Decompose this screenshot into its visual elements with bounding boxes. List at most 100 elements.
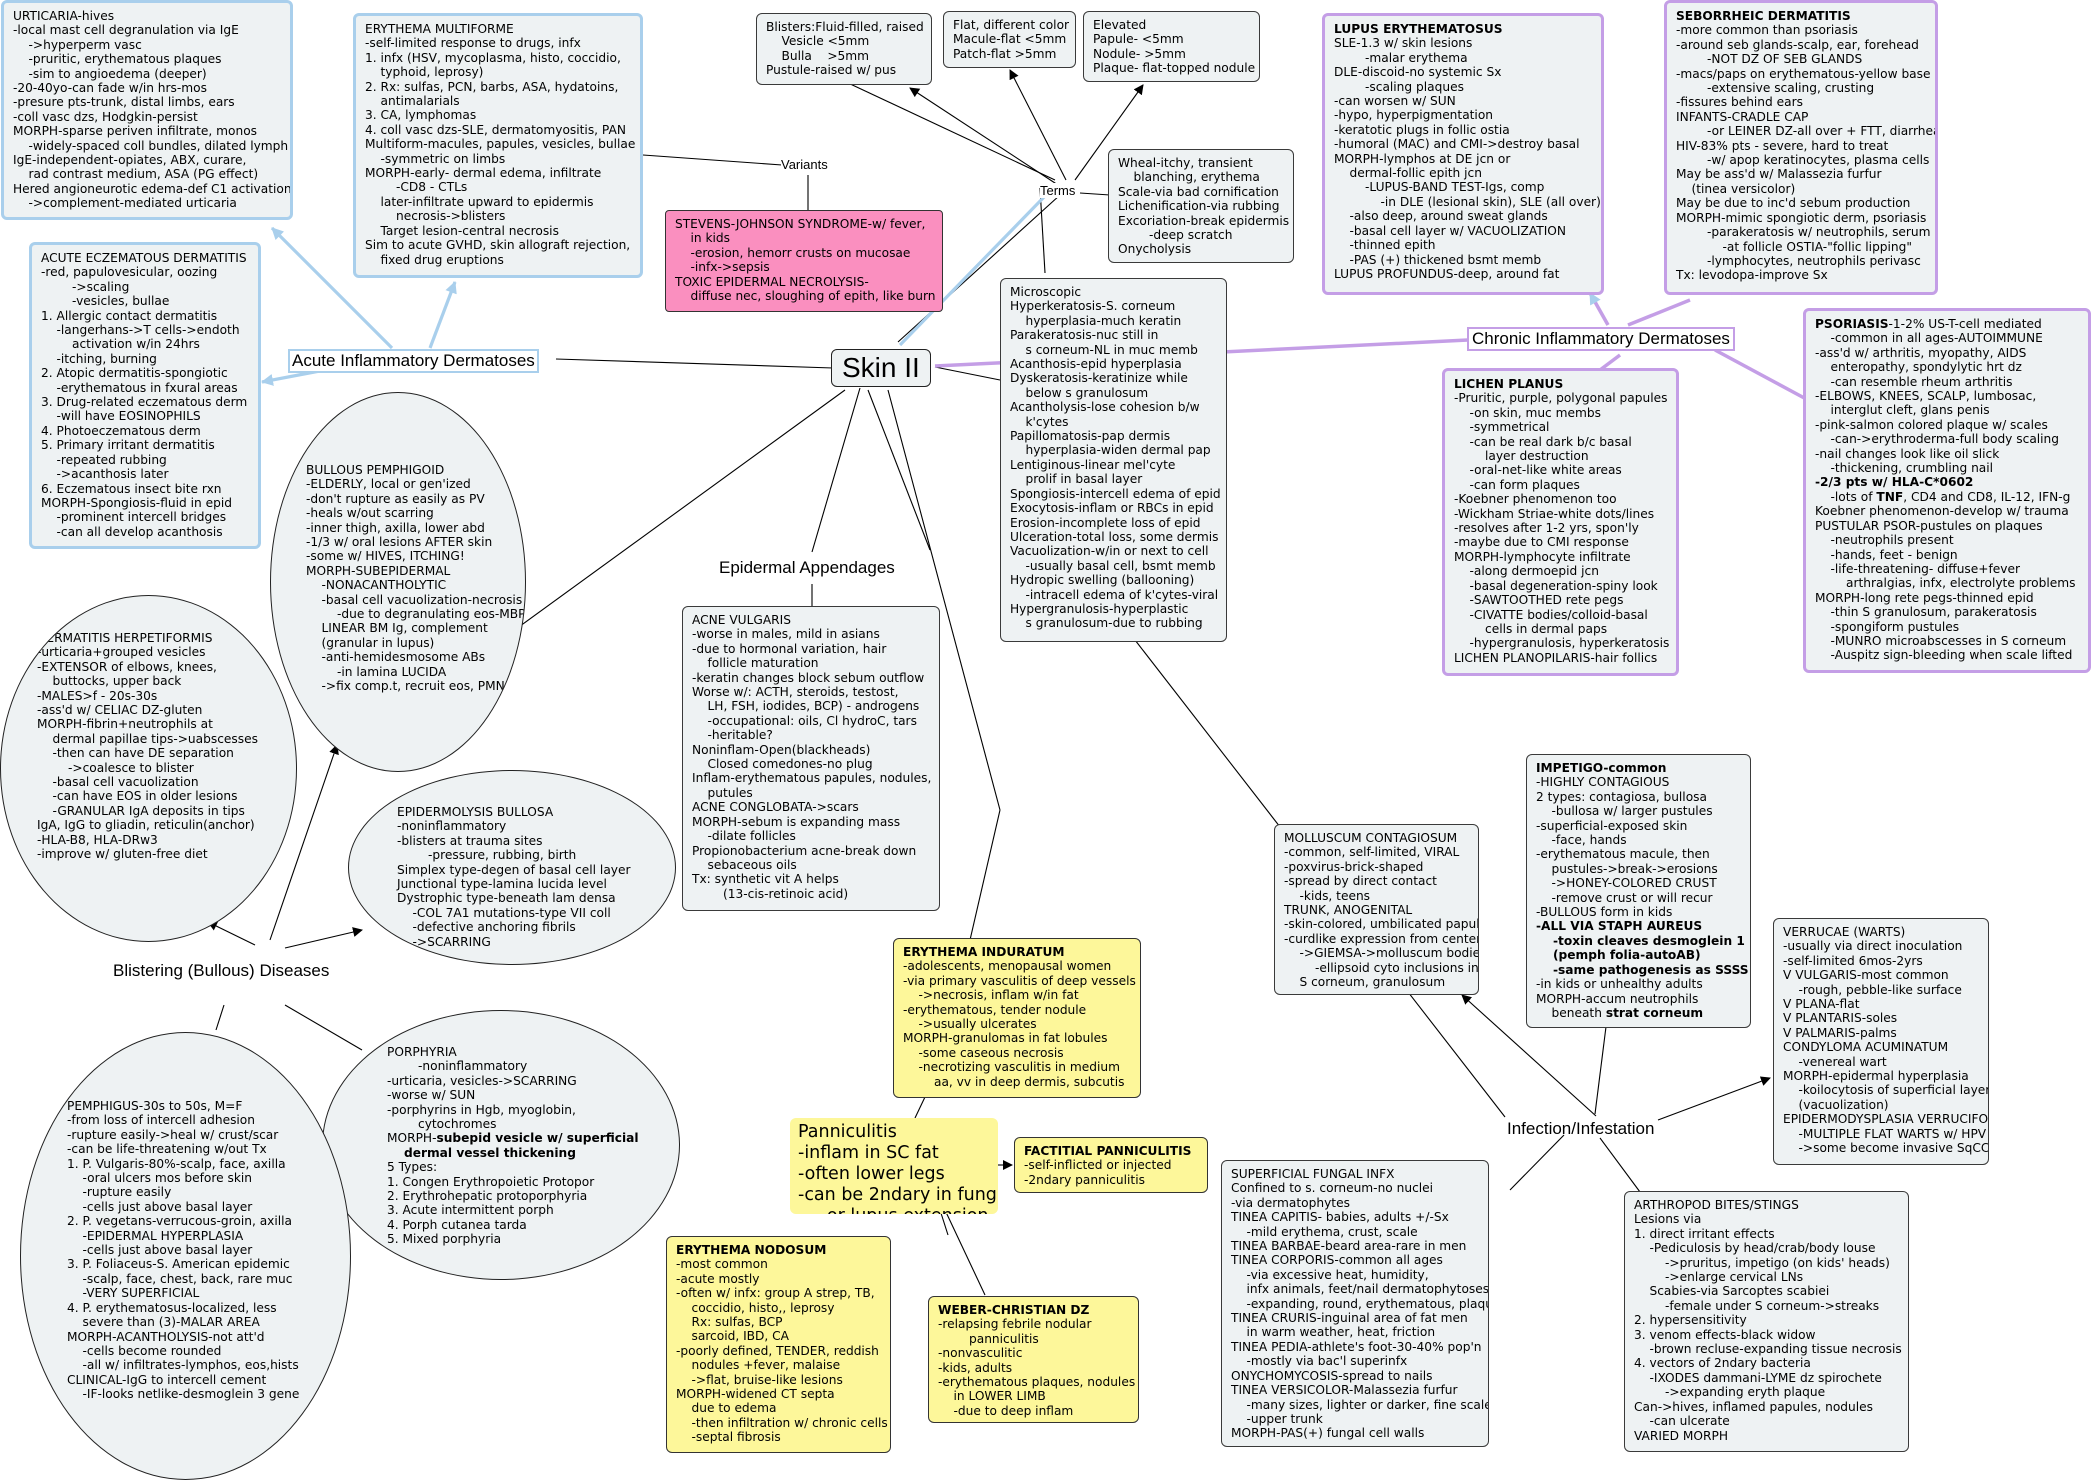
microscopic-line: Acanthosis-epid hyperplasia [1010,357,1182,372]
fungal-line: TINEA CORPORIS-common all ages [1231,1253,1443,1268]
lichen-line: -oral-net-like white areas [1454,463,1622,478]
erythema-multiforme-line: antimalarials [365,94,460,109]
pemphigus-line: -EPIDERMAL HYPERPLASIA [67,1228,244,1243]
pemphigus-line: 2. P. vegetans-verrucous-groin, axilla [67,1214,293,1229]
microscopic-line: -intracell edema of k'cytes-viral [1010,587,1219,602]
acne-line: Closed comedones-no plug [692,757,873,772]
acute-eczematous-line: ->acanthosis later [41,467,169,482]
arthropod-line: -Pediculosis by head/crab/body louse [1634,1241,1876,1256]
bullous-pemphigoid-line: -don't rupture as easily as PV [306,491,485,506]
seborrheic-line: -lymphocytes, neutrophils perivasc [1676,253,1921,268]
psoriasis-line: -nail changes look like oil slick [1815,446,2000,461]
blisters-line: Vesicle <5mm [766,34,870,49]
microscopic-line: -usually basal cell, bsmt memb [1010,558,1216,573]
lichen-line: -resolves after 1-2 yrs, spon'ly [1454,521,1639,536]
acne-line: -occupational: oils, Cl hydroC, tars [692,713,917,728]
arthropod-line: ->expanding eryth plaque [1634,1385,1826,1400]
acute-eczematous-line: 1. Allergic contact dermatitis [41,308,218,323]
factitial-line: FACTITIAL PANNICULITIS [1024,1144,1192,1158]
porphyria-line: -urticaria, vesicles->SCARRING [387,1073,577,1088]
fungal-line: MORPH-PAS(+) fungal cell walls [1231,1426,1425,1441]
verrucae-line: (vacuolization) [1783,1097,1889,1112]
impetigo-line: -HIGHLY CONTAGIOUS [1536,775,1670,790]
verrucae-line: V VULGARIS-most common [1783,968,1949,983]
seborrheic-line: -fissures behind ears [1676,95,1803,110]
urticaria-line: ->complement-mediated urticaria [13,196,237,211]
seborrheic-line: -or LEINER DZ-all over + FTT, diarrhea [1676,124,1938,139]
fungal-line: -many sizes, lighter or darker, fine sca… [1231,1397,1489,1412]
verrucae-line: VERRUCAE (WARTS) [1783,925,1906,939]
erythema-induratum-line: aa, vv in deep dermis, subcutis [903,1074,1125,1089]
erythema-multiforme-line: 2. Rx: sulfas, PCN, barbs, ASA, hydatoin… [365,79,619,94]
acne-line: -due to hormonal variation, hair [692,641,887,656]
erythema-nodosum-line: -then infiltration w/ chronic cells [676,1415,888,1430]
wheal-line: blanching, erythema [1118,170,1260,185]
microscopic-line: Papillomatosis-pap dermis [1010,429,1171,444]
weber-line: -nonvasculitic [938,1346,1023,1361]
verrucae-line: -rough, pebble-like surface [1783,982,1962,997]
node-stevens-johnson: STEVENS-JOHNSON SYNDROME-w/ fever, in ki… [665,210,943,312]
erythema-nodosum-line: sarcoid, IBD, CA [676,1329,790,1344]
node-urticaria: URTICARIA-hives-local mast cell degranul… [1,0,293,220]
pemphigus-line: 1. P. Vulgaris-80%-scalp, face, axilla [67,1156,286,1171]
wheal-line: -deep scratch [1118,228,1233,243]
factitial-line: -2ndary panniculitis [1024,1172,1145,1187]
weber-line: -relapsing febrile nodular [938,1317,1092,1332]
fungal-line: -mostly via bac'l superinfx [1231,1354,1408,1369]
impetigo-line: -erythematous macule, then [1536,847,1710,862]
acute-eczematous-line: 5. Primary irritant dermatitis [41,438,215,453]
arthropod-line: Scabies-via Sarcoptes scabiei [1634,1284,1830,1299]
dh-line: -urticaria+grouped vesicles [37,645,206,660]
lupus-line: dermal-follic epith jcn [1334,166,1482,181]
acne-line: LH, FSH, iodides, BCP) - androgens [692,699,920,714]
eb-line: EPIDERMOLYSIS BULLOSA [397,805,554,819]
impetigo-line: -same pathogenesis as SSSS [1536,962,1749,977]
pemphigus-line: -scalp, face, chest, back, rare muc [67,1271,293,1286]
node-pemphigus: PEMPHIGUS-30s to 50s, M=F-from loss of i… [20,1032,351,1480]
psoriasis-line: -Auspitz sign-bleeding when scale lifted [1815,648,2073,663]
arthropod-line: 1. direct irritant effects [1634,1226,1775,1241]
bullous-pemphigoid-line: (granular in lupus) [306,635,435,650]
fungal-line: TINEA CRURIS-inguinal area of fat men [1231,1311,1468,1326]
lupus-line: -basal cell layer w/ VACUOLIZATION [1334,223,1566,238]
psoriasis-line: -life-threatening- diffuse+fever [1815,561,2020,576]
acne-line: Worse w/: ACTH, steroids, testost, [692,685,899,700]
molluscum-line: -common, self-limited, VIRAL [1284,845,1460,860]
lichen-line: -CIVATTE bodies/colloid-basal [1454,607,1648,622]
urticaria-line: ->hyperperm vasc [13,37,142,52]
microscopic-line: Dyskeratosis-keratinize while [1010,371,1188,386]
eb-line: ->SCARRING [397,934,491,949]
lichen-line: -can be real dark b/c basal [1454,434,1632,449]
topic-acute-inflammatory: Acute Inflammatory Dermatoses [288,349,539,373]
lichen-line: -on skin, muc membs [1454,405,1601,420]
fungal-line: TINEA PEDIA-athlete's foot-30-40% pop'n [1231,1339,1482,1354]
acne-line: sebaceous oils [692,857,797,872]
lupus-line: SLE-1.3 w/ skin lesions [1334,36,1473,51]
weber-line: -due to deep inflam [938,1403,1074,1418]
molluscum-line: ->GIEMSA->molluscum bodies [1284,946,1479,961]
urticaria-line: -presure pts-trunk, distal limbs, ears [13,95,235,110]
pemphigus-line: -rupture easily->heal w/ crust/scar [67,1127,279,1142]
porphyria-line: -porphyrins in Hgb, myoglobin, [387,1102,576,1117]
seborrheic-line: SEBORRHEIC DERMATITIS [1676,9,1851,23]
erythema-nodosum-line: due to edema [676,1401,777,1416]
bullous-pemphigoid-line: -basal cell vacuolization-necrosis [306,592,523,607]
erythema-induratum-line: -some caseous necrosis [903,1045,1064,1060]
microscopic-line: Vacuolization-w/in or next to cell [1010,544,1209,559]
flat-line: Macule-flat <5mm [953,32,1067,47]
psoriasis-line: PUSTULAR PSOR-pustules on plaques [1815,518,2043,533]
impetigo-line: -bullosa w/ larger pustules [1536,804,1713,819]
factitial-line: -self-inflicted or injected [1024,1158,1172,1173]
erythema-induratum-line: -adolescents, menopausal women [903,959,1112,974]
pemphigus-line: -all w/ infiltrates-lymphos, eos,hists [67,1358,299,1373]
erythema-multiforme-line: later-infiltrate upward to epidermis [365,194,594,209]
verrucae-line: -koilocytosis of superficial layers [1783,1083,1989,1098]
lichen-line: LICHEN PLANUS [1454,377,1564,391]
sjs-line: in kids [675,231,731,246]
pemphigus-line: -cells just above basal layer [67,1199,253,1214]
fungal-line: -upper trunk [1231,1411,1323,1426]
node-bullous-pemphigoid: BULLOUS PEMPHIGOID-ELDERLY, local or gen… [270,392,526,772]
acne-line: -dilate follicles [692,829,796,844]
panniculitis-line: -can be 2ndary in fungus [798,1185,998,1205]
